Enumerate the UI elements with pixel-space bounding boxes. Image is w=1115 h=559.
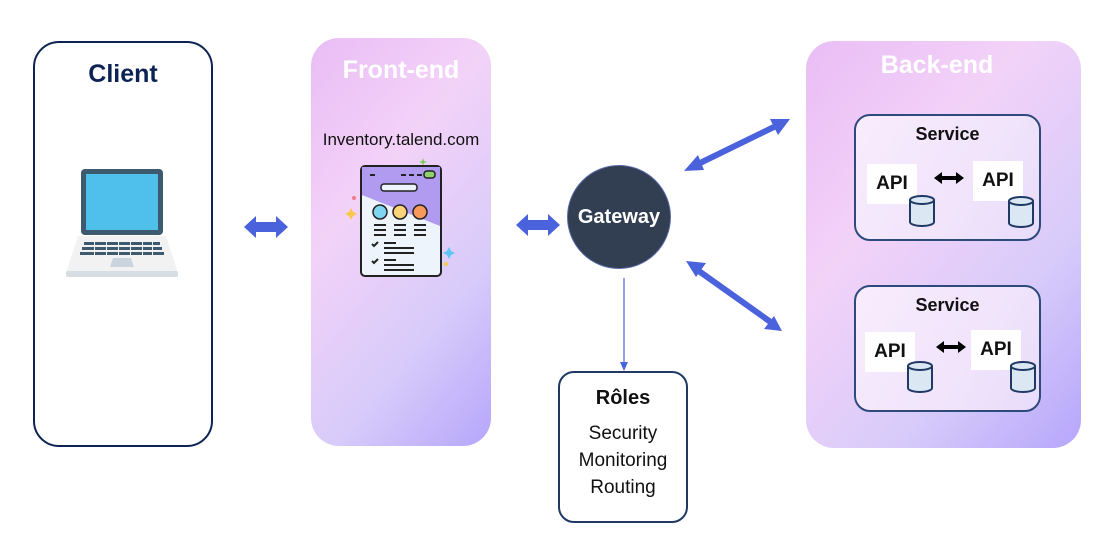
frontend-url: Inventory.talend.com	[322, 130, 480, 149]
roles-title: Rôles	[595, 387, 651, 409]
client-title: Client	[88, 60, 158, 88]
role-item-routing: Routing	[590, 477, 656, 498]
backend-title: Back-end	[880, 51, 994, 79]
service-title: Service	[915, 295, 980, 315]
role-item-security: Security	[588, 423, 658, 444]
database-icon	[1010, 361, 1036, 393]
service-box-1: Service API API	[854, 114, 1041, 241]
database-icon	[1008, 196, 1034, 228]
arrow-client-frontend	[244, 216, 288, 238]
service-title: Service	[915, 124, 980, 144]
database-icon	[909, 195, 935, 227]
gateway-node: Gateway	[567, 165, 671, 269]
bidirectional-arrow-icon	[934, 172, 964, 184]
arrows-gateway-backend	[684, 119, 790, 331]
service-box-2: Service API API	[854, 285, 1041, 412]
database-icon	[907, 361, 933, 393]
role-item-monitoring: Monitoring	[578, 450, 668, 471]
arrow-gateway-roles	[620, 278, 628, 371]
gateway-label: Gateway	[577, 205, 661, 228]
api-box: API	[865, 332, 915, 372]
roles-box: Rôles Security Monitoring Routing	[558, 371, 688, 523]
web-app-icon	[345, 158, 455, 277]
bidirectional-arrow-icon	[936, 341, 966, 353]
api-box: API	[973, 161, 1023, 201]
arrow-gateway-service2	[686, 261, 782, 331]
laptop-icon	[66, 169, 178, 277]
arrow-frontend-gateway	[516, 214, 560, 236]
api-box: API	[867, 164, 917, 204]
frontend-title: Front-end	[342, 56, 460, 84]
arrow-gateway-service1	[684, 119, 790, 171]
